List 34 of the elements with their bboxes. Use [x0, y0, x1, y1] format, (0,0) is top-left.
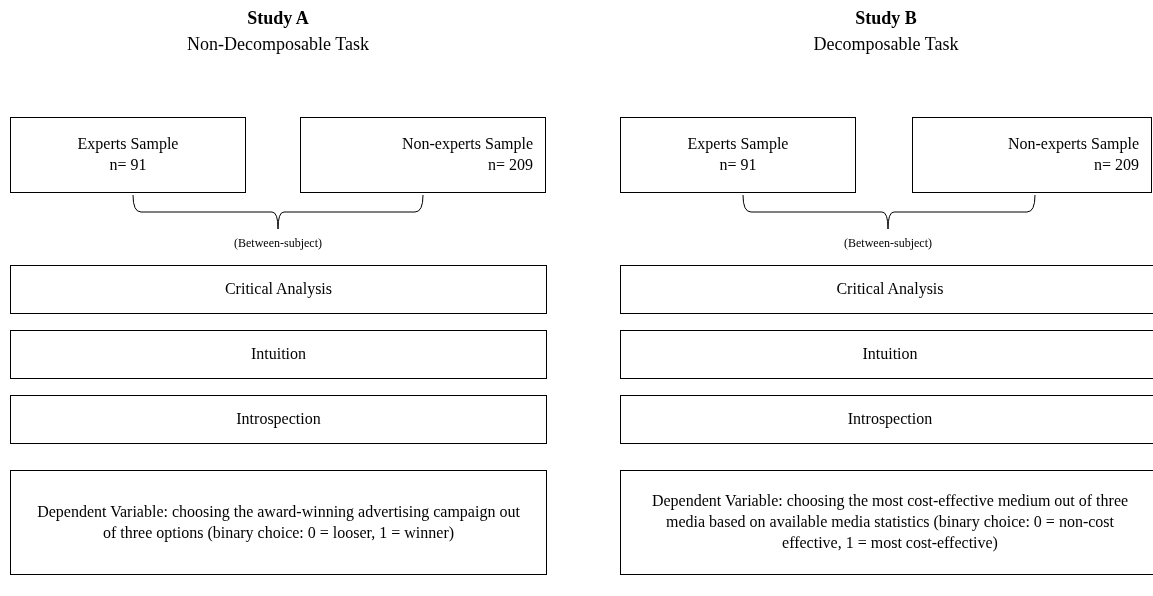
- factor-name: Critical Analysis: [836, 279, 944, 300]
- sample-box: [10, 117, 246, 193]
- design-note: (Between-subject): [843, 236, 933, 251]
- factor-name: Intuition: [862, 344, 918, 365]
- design-note: (Between-subject): [233, 236, 323, 251]
- sample-box: [620, 117, 856, 193]
- sample-name: Non-experts Sample: [1007, 134, 1139, 155]
- study-heading: Study B: [854, 8, 918, 29]
- factor-box: [620, 265, 1153, 314]
- task-subheading: Decomposable Task: [812, 34, 960, 55]
- sample-name: Experts Sample: [77, 134, 179, 155]
- sample-name: Experts Sample: [687, 134, 789, 155]
- dependent-variable-box: [620, 470, 1153, 575]
- factor-name: Intuition: [250, 344, 307, 365]
- sample-size: n= 209: [1093, 155, 1139, 175]
- sample-size: n= 91: [109, 155, 147, 175]
- factor-name: Introspection: [847, 409, 933, 430]
- dependent-variable-text: Dependent Variable: choosing the award-winning advertising campaign out of three options (binary choice: 0 = looser, 1 = winner): [36, 501, 521, 544]
- factor-name: Critical Analysis: [224, 279, 333, 300]
- factor-name: Introspection: [236, 409, 321, 430]
- sample-box: [300, 117, 546, 193]
- dependent-variable-text: Dependent Variable: choosing the most cost-effective medium out of three media based on available media statistics (binary choice: 0 = non-cost effective, 1 = most cost-effective): [650, 491, 1130, 554]
- factor-box: [10, 395, 547, 444]
- factor-box: [620, 395, 1153, 444]
- sample-name: Non-experts Sample: [401, 134, 533, 155]
- factor-box: [10, 265, 547, 314]
- dependent-variable-box: [10, 470, 547, 575]
- sample-size: n= 209: [487, 155, 533, 175]
- task-subheading: Non-Decomposable Task: [186, 34, 370, 55]
- sample-box: [912, 117, 1152, 193]
- factor-box: [10, 330, 547, 379]
- factor-box: [620, 330, 1153, 379]
- study-heading: Study A: [246, 8, 310, 29]
- sample-size: n= 91: [719, 155, 757, 175]
